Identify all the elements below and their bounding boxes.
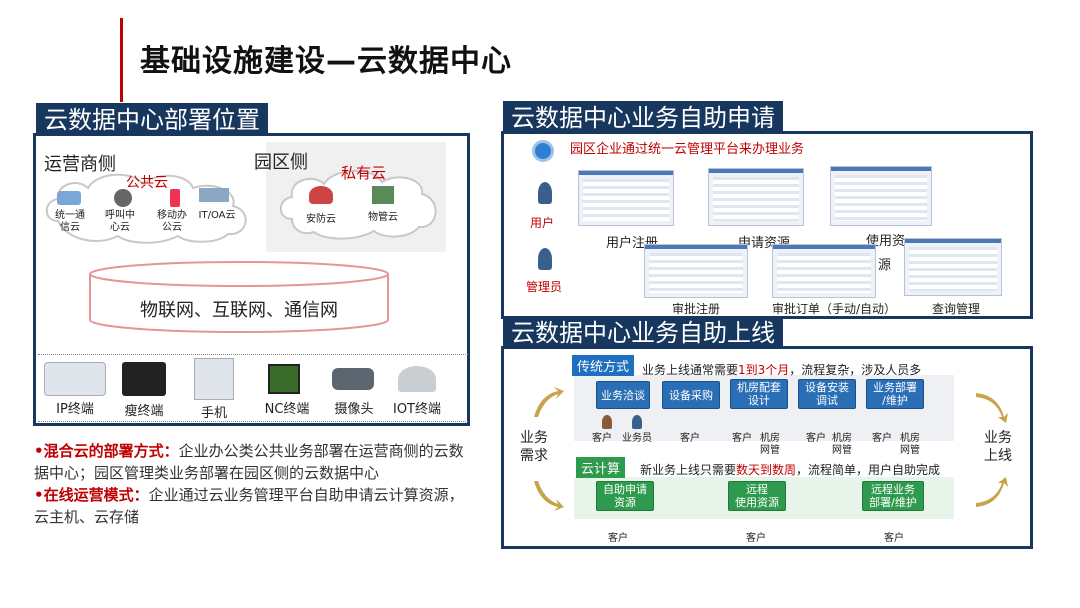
note-hybrid: •混合云的部署方式：企业办公类公共业务部署在运营商侧的云数据中心；园区管理类业务… [34,442,464,482]
trad-person-customer-5: 客户 [872,433,892,444]
cloud-person-customer-1: 客户 [608,533,628,544]
cloud-desc: 新业务上线只需要数天到数周，流程简单，用户自助完成 [640,463,941,477]
mobile-office-icon [160,189,190,207]
trad-person-customer-1: 客户 [592,433,612,444]
device-phone: 手机 [200,406,227,421]
note-online-ops: •在线运营模式：企业通过云业务管理平台自助申请云计算资源，云主机、云存储 [34,486,464,526]
iot-terminal-icon [398,366,436,392]
role-user: 用户 [530,216,555,230]
trad-person-room-admin-2: 机房网管 [832,433,852,456]
phone-icon [194,358,234,400]
screenshot-apply [708,168,804,226]
public-item-call-center: 呼叫中心云 [105,210,135,233]
public-item-unified-comm: 统一通信云 [55,210,85,233]
ie-icon [532,140,554,162]
public-cloud-label: 公共云 [126,175,168,191]
call-center-icon [108,189,138,207]
device-camera: 摄像头 [334,402,374,417]
self-apply-note: 园区企业通过统一云管理平台来办理业务 [570,142,805,157]
network-cylinder [89,261,389,333]
screenshot-register [578,170,674,226]
traditional-tag: 传统方式 [572,355,635,376]
thin-client-icon [122,362,166,396]
arrow-down-icon [534,481,564,511]
screenshot-approve-register [644,244,748,298]
trad-step-room-design: 机房配套设计 [730,379,788,409]
trad-person-customer-4: 客户 [806,433,826,444]
deploy-location-header: 云数据中心部署位置 [36,103,268,135]
terminal-strip [38,354,468,422]
private-cloud-label: 私有云 [341,164,387,182]
self-apply-header: 云数据中心业务自助申请 [503,101,783,133]
cloud-step-remote-deploy: 远程业务部署/维护 [862,481,924,511]
device-nc-terminal: NC终端 [264,402,310,417]
business-online-label: 业务上线 [984,430,1012,464]
ip-terminal-icon [44,362,106,396]
cloud-step-apply: 自助申请资源 [596,481,654,511]
private-item-security: 安防云 [306,214,336,225]
trad-person-customer-2: 客户 [680,433,700,444]
self-online-panel: 业务需求 业务上线 传统方式 业务上线通常需要1到3个月，流程复杂，涉及人员多 … [501,346,1033,549]
private-item-property: 物管云 [368,212,398,223]
arrow-up-icon [534,387,564,417]
step-query: 查询管理 [932,302,981,316]
trad-step-negotiation: 业务洽谈 [596,381,650,409]
arrow-merge-bottom-icon [976,477,1008,507]
comm-cloud-icon [54,191,84,209]
property-cloud-icon [368,186,398,208]
cloud-step-remote-use: 远程使用资源 [728,481,786,511]
salesperson-icon [632,415,642,429]
self-online-header: 云数据中心业务自助上线 [503,316,783,348]
device-ip-terminal: IP终端 [56,402,94,417]
deploy-location-panel: 运营商侧 园区侧 公共云 统一通信云 呼叫中心云 移动办公云 IT/OA云 私有… [33,133,470,426]
it-oa-icon [196,188,232,206]
traditional-desc: 业务上线通常需要1到3个月，流程复杂，涉及人员多 [642,363,922,377]
user-icon [538,182,552,204]
trad-step-install: 设备安装调试 [798,379,856,409]
device-thin-client: 瘦终端 [124,404,164,419]
cloud-person-customer-3: 客户 [884,533,904,544]
role-admin: 管理员 [526,280,563,294]
trad-person-customer-3: 客户 [732,433,752,444]
screenshot-query [904,238,1002,296]
trad-step-procurement: 设备采购 [662,381,720,409]
business-demand-label: 业务需求 [520,430,548,464]
park-side-label: 园区侧 [254,152,308,173]
device-iot-terminal: IOT终端 [392,402,441,417]
page-title: 基础设施建设—云数据中心 [140,44,512,79]
camera-icon [332,368,374,390]
trad-person-room-admin-1: 机房网管 [760,433,780,456]
screenshot-use [830,166,932,226]
security-cloud-icon [306,186,336,208]
notes: •混合云的部署方式：企业办公类公共业务部署在运营商侧的云数据中心；园区管理类业务… [34,440,474,528]
step-approve-order: 审批订单（手动/自动） [772,302,897,316]
cloud-tag: 云计算 [576,457,626,478]
arrow-merge-top-icon [976,393,1008,423]
self-apply-panel: 园区企业通过统一云管理平台来办理业务 用户 管理员 用户注册 申请资源 使用资 … [501,131,1033,319]
step-use-line2: 源 [878,258,892,273]
operator-side-label: 运营商侧 [44,154,116,175]
admin-icon [538,248,552,270]
public-item-it-oa: IT/OA云 [198,210,236,221]
cloud-person-customer-2: 客户 [746,533,766,544]
trad-step-deploy: 业务部署/维护 [866,379,924,409]
screenshot-approve-order [772,244,876,298]
network-label: 物联网、互联网、通信网 [140,300,338,321]
title-accent-bar [120,18,123,102]
nc-terminal-icon [268,364,300,394]
public-item-mobile-office: 移动办公云 [157,210,187,233]
trad-person-sales: 业务员 [622,433,652,444]
customer-icon [602,415,612,429]
step-approve-register: 审批注册 [672,302,721,316]
trad-person-room-admin-3: 机房网管 [900,433,920,456]
